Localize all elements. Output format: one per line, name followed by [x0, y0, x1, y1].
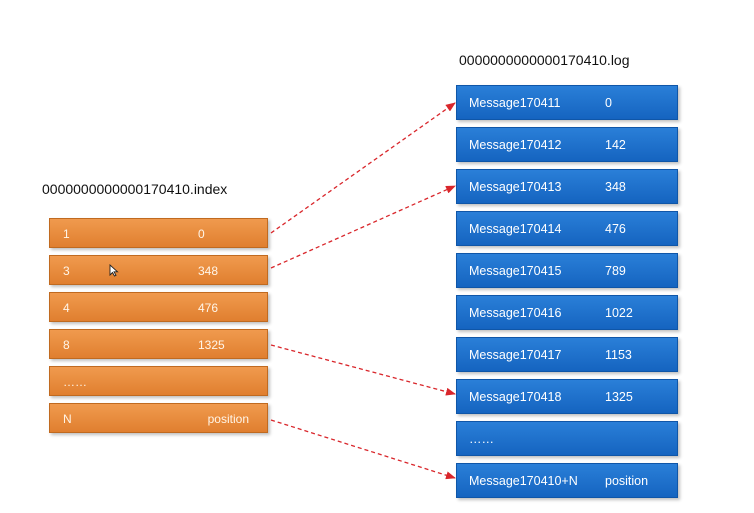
- log-offset: 0: [605, 96, 612, 110]
- log-message: Message170411: [469, 96, 561, 110]
- log-message: Message170412: [469, 138, 562, 152]
- index-key: ……: [63, 375, 87, 389]
- log-offset: 1153: [605, 348, 632, 362]
- mouse-cursor-icon: [109, 264, 119, 277]
- log-file-title: 0000000000000170410.log: [459, 52, 630, 68]
- index-key: 3: [63, 264, 70, 278]
- index-position: position: [207, 412, 249, 426]
- index-position: 0: [198, 227, 205, 241]
- log-offset: 348: [605, 180, 626, 194]
- index-row: 4 476: [49, 292, 268, 322]
- index-row: 3 348: [49, 255, 268, 285]
- log-row: Message170410+N position: [456, 463, 678, 498]
- index-position: 1325: [198, 338, 225, 352]
- log-row: Message170417 1153: [456, 337, 678, 372]
- arrow-index3-to-log348: [270, 185, 456, 269]
- log-message: Message170418: [469, 390, 562, 404]
- log-offset: 1022: [605, 306, 633, 320]
- arrow-index1-to-log0: [270, 102, 456, 234]
- log-message: Message170410+N: [469, 474, 578, 488]
- log-offset: position: [605, 474, 649, 488]
- log-row: Message170411 0: [456, 85, 678, 120]
- index-row-ellipsis: ……: [49, 366, 268, 396]
- log-message: Message170417: [469, 348, 562, 362]
- log-row: Message170413 348: [456, 169, 678, 204]
- log-offset: 476: [605, 222, 626, 236]
- log-offset: 1325: [605, 390, 633, 404]
- index-key: N: [63, 412, 72, 426]
- log-message: Message170413: [469, 180, 562, 194]
- index-row: 8 1325: [49, 329, 268, 359]
- index-position: 348: [198, 264, 219, 278]
- log-message: Message170415: [469, 264, 562, 278]
- index-row: 1 0: [49, 218, 268, 248]
- index-key: 8: [63, 338, 70, 352]
- arrow-index8-to-log1325: [270, 344, 456, 396]
- index-key: 1: [63, 227, 70, 241]
- log-row: Message170412 142: [456, 127, 678, 162]
- log-row: Message170415 789: [456, 253, 678, 288]
- log-message: Message170414: [469, 222, 562, 236]
- index-position: 476: [198, 301, 219, 315]
- log-row: Message170416 1022: [456, 295, 678, 330]
- log-message: ……: [469, 432, 494, 446]
- log-row-ellipsis: ……: [456, 421, 678, 456]
- log-row: Message170418 1325: [456, 379, 678, 414]
- arrow-indexN-to-logN: [270, 419, 456, 480]
- index-file-title: 0000000000000170410.index: [42, 181, 228, 197]
- index-key: 4: [63, 301, 70, 315]
- log-row: Message170414 476: [456, 211, 678, 246]
- log-offset: 142: [605, 138, 626, 152]
- index-row: N position: [49, 403, 268, 433]
- log-message: Message170416: [469, 306, 562, 320]
- log-offset: 789: [605, 264, 626, 278]
